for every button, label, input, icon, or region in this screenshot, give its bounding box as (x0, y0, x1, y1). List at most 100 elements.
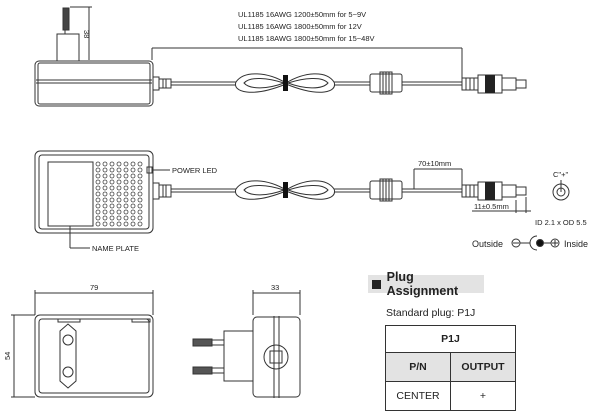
standard-plug-label: Standard plug: P1J (386, 307, 476, 319)
vent-hole (130, 167, 136, 173)
vent-hole (109, 161, 115, 167)
vent-hole (116, 173, 122, 179)
vent-hole (109, 173, 115, 179)
vent-hole (123, 179, 129, 185)
vent-hole (123, 209, 129, 215)
height-dim: 54 (3, 352, 12, 360)
depth-dim: 33 (271, 283, 279, 292)
vent-hole (102, 209, 108, 215)
plug-assignment-heading: Plug Assignment (368, 270, 484, 298)
vent-hole (109, 197, 115, 203)
vent-hole (102, 203, 108, 209)
vent-hole (109, 179, 115, 185)
vent-hole (102, 173, 108, 179)
polarity-inside-label: Inside (564, 239, 588, 249)
vent-hole (109, 203, 115, 209)
vent-hole (95, 197, 101, 203)
vent-hole (130, 185, 136, 191)
vent-hole (130, 161, 136, 167)
plug-assignment-table: P1J P/N OUTPUT CENTER + (385, 325, 516, 411)
vent-hole (137, 215, 143, 221)
vent-hole (123, 203, 129, 209)
table-cell-output: + (450, 381, 516, 411)
vent-hole (116, 197, 122, 203)
plug-size-label: ID 2.1 x OD 5.5 (535, 218, 587, 227)
vent-hole (137, 161, 143, 167)
vent-hole (123, 167, 129, 173)
vent-hole (116, 185, 122, 191)
table-cell-pn: CENTER (385, 381, 451, 411)
table-row: CENTER + (385, 381, 516, 411)
table-header-output: OUTPUT (450, 352, 516, 382)
vent-hole (137, 179, 143, 185)
vent-hole (116, 161, 122, 167)
vent-hole (116, 221, 122, 227)
adapter-side-view (34, 6, 172, 107)
vent-hole (123, 161, 129, 167)
vent-hole (95, 179, 101, 185)
name-plate-label: NAME PLATE (92, 244, 139, 253)
vent-hole (130, 215, 136, 221)
vent-hole (95, 191, 101, 197)
vent-hole (137, 185, 143, 191)
vent-hole (109, 215, 115, 221)
adapter-top-view (34, 150, 172, 249)
vent-hole (95, 167, 101, 173)
vent-hole (130, 209, 136, 215)
vent-hole (116, 209, 122, 215)
vent-hole (102, 179, 108, 185)
plug-assignment-title: Plug Assignment (386, 270, 459, 298)
cable-spec-1: UL1185 16AWG 1200±50mm for 5~9V (238, 10, 366, 19)
table-header-pn: P/N (385, 352, 451, 382)
vent-hole (130, 197, 136, 203)
vent-hole (102, 197, 108, 203)
vent-hole (123, 221, 129, 227)
power-led-label: POWER LED (172, 166, 218, 175)
polarity-outside-label: Outside (472, 239, 503, 249)
vent-hole (95, 215, 101, 221)
vent-hole (109, 191, 115, 197)
vent-hole (109, 185, 115, 191)
vent-hole (109, 221, 115, 227)
vent-hole (116, 203, 122, 209)
vent-hole (95, 173, 101, 179)
plug-height-dim: 38 (82, 30, 91, 38)
vent-hole (116, 167, 122, 173)
vent-hole (123, 215, 129, 221)
vent-hole (123, 173, 129, 179)
bullet-square-icon (372, 279, 381, 289)
vent-hole (130, 221, 136, 227)
adapter-end-view (192, 290, 301, 398)
vent-hole (102, 161, 108, 167)
plug-length-dim: 11±0.5mm (474, 202, 509, 211)
vent-hole (102, 221, 108, 227)
vent-hole (137, 197, 143, 203)
vent-hole (130, 173, 136, 179)
width-dim: 79 (90, 283, 98, 292)
vent-hole (95, 161, 101, 167)
vent-hole (137, 167, 143, 173)
vent-hole (130, 179, 136, 185)
vent-hole (95, 209, 101, 215)
vent-hole (116, 191, 122, 197)
cable-middle (171, 168, 570, 251)
vent-hole (137, 173, 143, 179)
cable-spec-3: UL1185 18AWG 1800±50mm for 15~48V (238, 34, 375, 43)
adapter-front-view (11, 290, 154, 398)
vent-hole (116, 179, 122, 185)
vent-hole (95, 203, 101, 209)
vent-hole (137, 221, 143, 227)
vent-hole (116, 215, 122, 221)
vent-hole (123, 191, 129, 197)
table-caption: P1J (385, 325, 516, 353)
vent-hole (137, 209, 143, 215)
vent-hole (130, 203, 136, 209)
vent-hole (137, 203, 143, 209)
vent-hole (95, 185, 101, 191)
vent-hole (109, 209, 115, 215)
vent-hole (123, 197, 129, 203)
vent-hole (123, 185, 129, 191)
vent-grille (95, 161, 143, 227)
vent-hole (102, 167, 108, 173)
